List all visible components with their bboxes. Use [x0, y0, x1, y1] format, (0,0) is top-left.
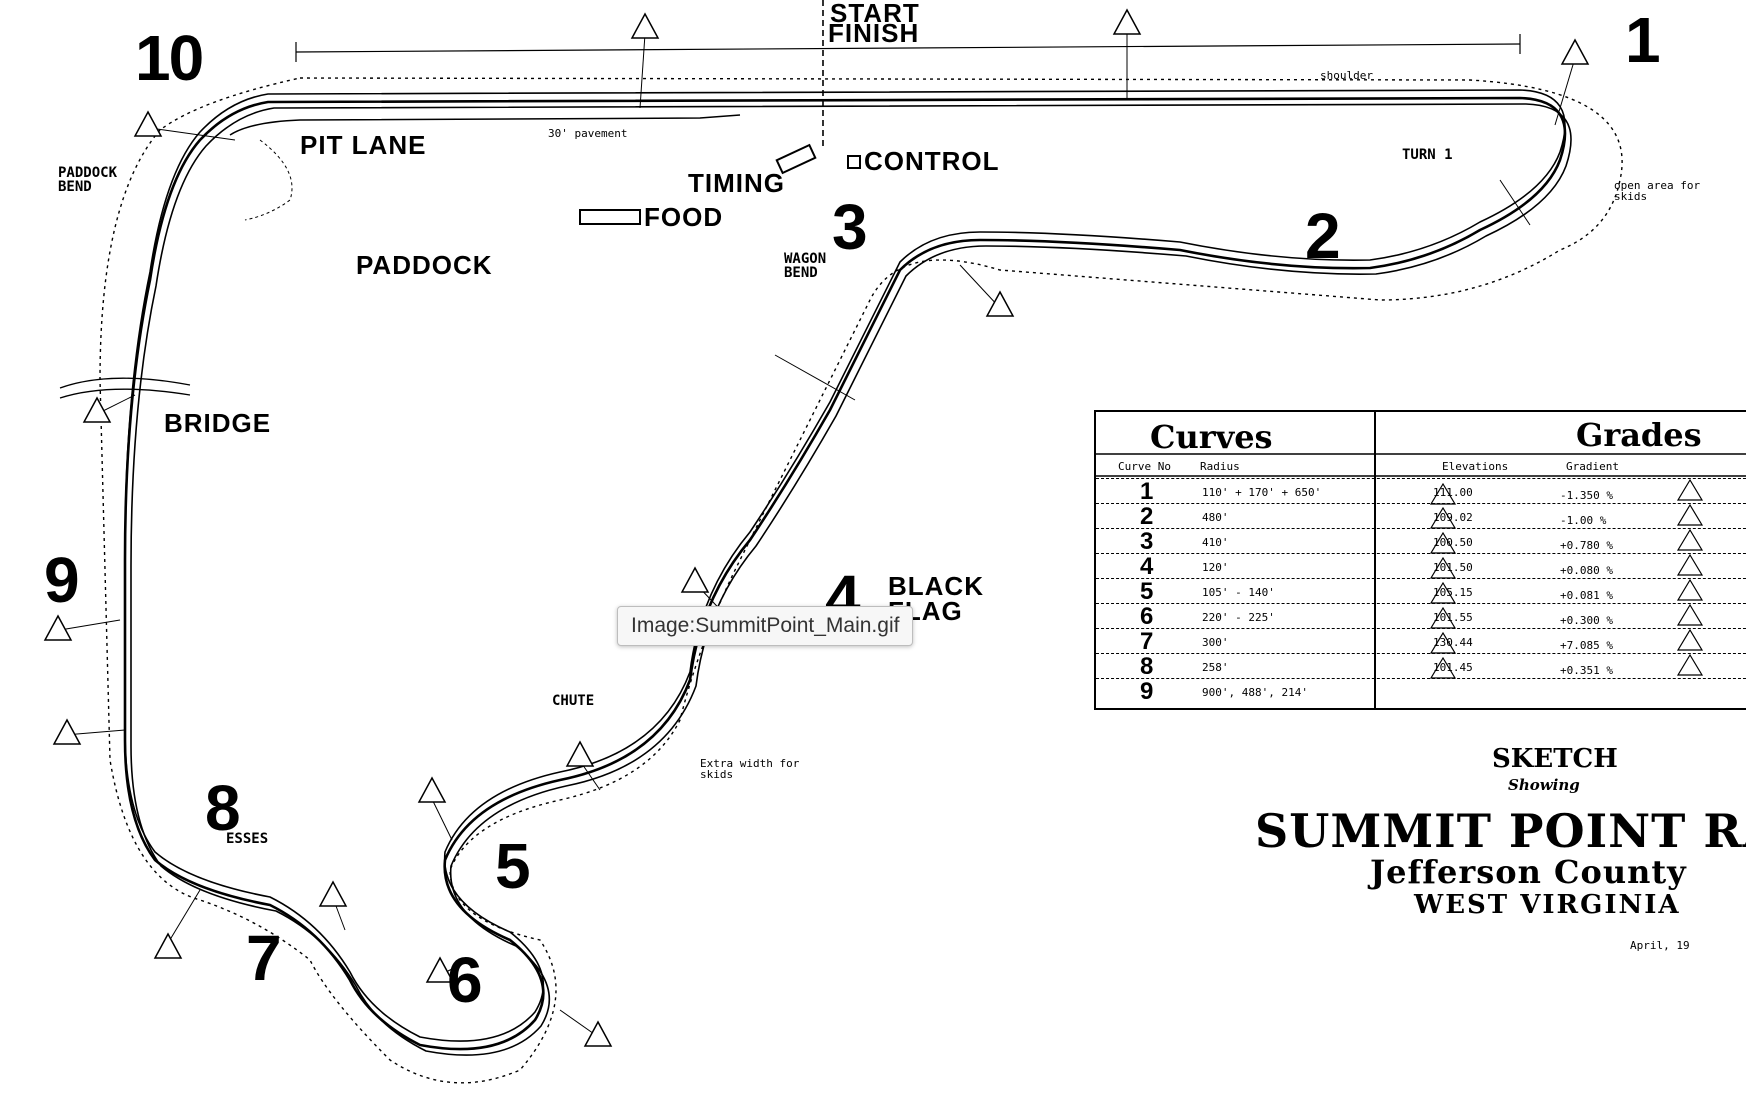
curves-title: Curves	[1150, 418, 1273, 456]
legend-triangles	[1429, 478, 1704, 679]
table-row: 9 900', 488', 214'	[1096, 678, 1746, 704]
label-food: FOOD	[644, 202, 724, 232]
image-tooltip: Image:SummitPoint_Main.gif	[617, 606, 914, 646]
dimension-line	[295, 43, 1521, 53]
track-outline	[123, 89, 1572, 1056]
table-row: 8 258' 101.45 +0.351 %	[1096, 653, 1746, 679]
title-state: WEST VIRGINIA	[1414, 890, 1681, 920]
food-box	[579, 209, 641, 225]
label-extra-width: Extra width for skids	[700, 757, 800, 781]
col-curve-no: Curve No	[1118, 460, 1171, 473]
label-pavement: 30' pavement	[548, 127, 628, 140]
table-row: 7 300' 130.44 +7.085 %	[1096, 628, 1746, 654]
pit-lane-shoulder	[244, 139, 293, 221]
table-row: 1 110' + 170' + 650' 111.00 -1.350 %	[1096, 478, 1746, 504]
col-gradient: Gradient	[1566, 460, 1619, 473]
label-start: START	[830, 0, 920, 28]
marker-triangles	[43, 8, 1590, 1047]
col-elevations: Elevations	[1442, 460, 1509, 473]
control-box	[847, 155, 861, 169]
title-county: Jefferson County	[1370, 853, 1687, 891]
table-row: 3 410' 100.50 +0.780 %	[1096, 528, 1746, 554]
label-pit-lane: PIT LANE	[300, 130, 427, 160]
label-wagon-bend: WAGON BEND	[784, 251, 827, 281]
label-turn-1: TURN 1	[1402, 147, 1453, 163]
label-esses: ESSES	[226, 831, 269, 847]
turn-number-10: 10	[135, 22, 204, 94]
bridge-crossing	[59, 377, 191, 399]
turn-number-5: 5	[495, 830, 531, 902]
label-paddock-bend: PADDOCK BEND	[58, 165, 118, 195]
table-row: 6 220' - 225' 101.55 +0.300 %	[1096, 603, 1746, 629]
title-sketch: SKETCH	[1492, 744, 1618, 774]
pit-lane-line	[229, 114, 741, 136]
table-row: 4 120' 101.50 +0.080 %	[1096, 553, 1746, 579]
turn-number-8: 8	[205, 772, 241, 844]
timing-box	[775, 143, 817, 175]
title-showing: Showing	[1508, 776, 1580, 794]
title-track-name: SUMMIT POINT RAC	[1255, 804, 1746, 858]
turn-number-7: 7	[246, 922, 282, 994]
turn-number-6: 6	[447, 944, 483, 1016]
label-paddock: PADDOCK	[356, 250, 493, 280]
label-shoulder: shoulder	[1320, 69, 1373, 82]
turn-number-2: 2	[1305, 200, 1341, 272]
grades-title: Grades	[1576, 416, 1702, 454]
title-date: April, 19	[1630, 939, 1690, 952]
label-chute: CHUTE	[552, 693, 595, 709]
turn-number-9: 9	[44, 544, 80, 616]
label-timing: TIMING	[688, 168, 785, 198]
turn-number-1: 1	[1625, 4, 1661, 76]
curves-grades-table: Curves Grades Curve No Radius Elevations…	[1094, 410, 1746, 710]
label-finish: FINISH	[828, 18, 920, 48]
label-open-area: open area for skids	[1614, 179, 1701, 203]
label-bridge: BRIDGE	[164, 408, 272, 438]
table-row: 5 105' - 140' 105.15 +0.081 %	[1096, 578, 1746, 604]
turn-number-3: 3	[832, 191, 868, 263]
col-radius: Radius	[1200, 460, 1240, 473]
table-row: 2 480' 109.02 -1.00 %	[1096, 503, 1746, 529]
label-control: CONTROL	[864, 146, 1000, 176]
